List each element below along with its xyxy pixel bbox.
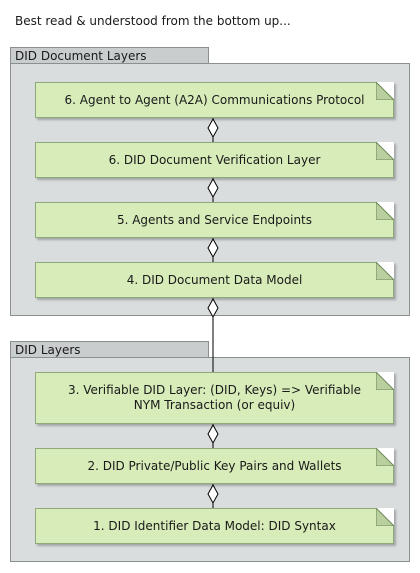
layer-label: 6. DID Document Verification Layer (108, 152, 321, 167)
group-tab-did-layers: DID Layers (10, 341, 209, 358)
layer-key-pairs-wallets[interactable]: 2. DID Private/Public Key Pairs and Wall… (35, 448, 394, 484)
layer-did-identifier-syntax[interactable]: 1. DID Identifier Data Model: DID Syntax (35, 508, 394, 544)
group-title: DID Document Layers (15, 49, 147, 63)
layer-agents-service-endpoints[interactable]: 5. Agents and Service Endpoints (35, 202, 394, 238)
note-fold-icon (376, 202, 394, 220)
layer-label: 3. Verifiable DID Layer: (DID, Keys) => … (67, 383, 362, 412)
group-tab-did-document-layers: DID Document Layers (10, 47, 209, 64)
note-fold-icon (376, 372, 394, 390)
layer-label: 2. DID Private/Public Key Pairs and Wall… (87, 458, 342, 473)
intro-note: Best read & understood from the bottom u… (15, 14, 291, 28)
layer-label: 6. Agent to Agent (A2A) Communications P… (64, 92, 365, 107)
note-fold-icon (376, 448, 394, 466)
note-fold-icon (376, 82, 394, 100)
layer-verifiable-did[interactable]: 3. Verifiable DID Layer: (DID, Keys) => … (35, 372, 394, 424)
layer-did-document-verification[interactable]: 6. DID Document Verification Layer (35, 142, 394, 178)
note-fold-icon (376, 508, 394, 526)
layer-label: 1. DID Identifier Data Model: DID Syntax (93, 518, 336, 533)
note-fold-icon (376, 142, 394, 160)
layer-label: 5. Agents and Service Endpoints (116, 212, 313, 227)
layer-label: 4. DID Document Data Model (126, 272, 303, 287)
note-fold-icon (376, 262, 394, 280)
layer-did-document-data-model[interactable]: 4. DID Document Data Model (35, 262, 394, 298)
group-title: DID Layers (15, 343, 81, 357)
layer-a2a-protocol[interactable]: 6. Agent to Agent (A2A) Communications P… (35, 82, 394, 118)
